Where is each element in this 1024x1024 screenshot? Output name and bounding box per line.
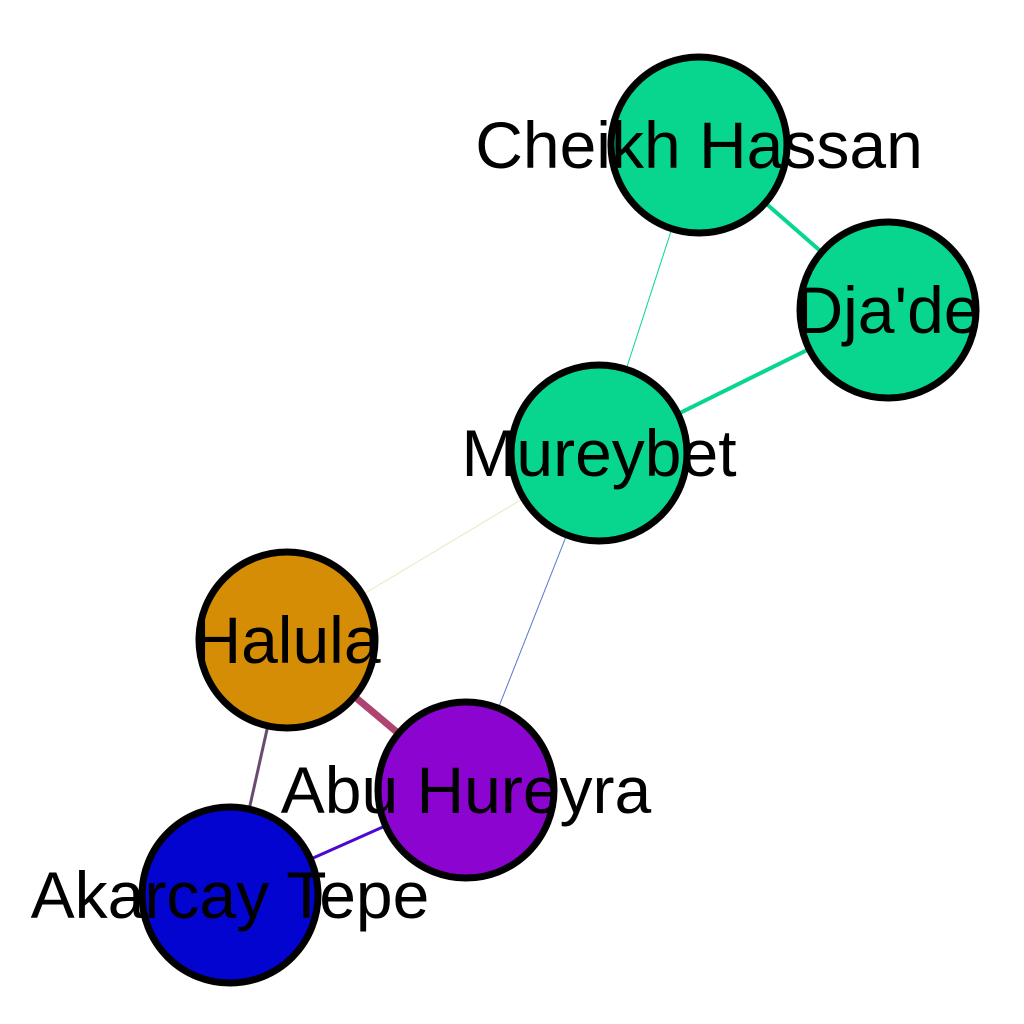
node-label-djade: Dja'de — [795, 273, 980, 347]
node-akarcay_tepe[interactable] — [138, 803, 322, 987]
node-label-mureybet: Mureybet — [461, 416, 736, 490]
node-label-akarcay_tepe: Akarcay Tepe — [31, 858, 430, 932]
node-label-cheikh_hassan: Cheikh Hassan — [475, 108, 923, 182]
node-djade[interactable] — [796, 218, 980, 402]
node-abu_hureyra[interactable] — [374, 698, 558, 882]
node-mureybet[interactable] — [507, 361, 691, 545]
node-halula[interactable] — [195, 548, 379, 732]
node-label-abu_hureyra: Abu Hureyra — [281, 753, 652, 827]
nodes-layer — [138, 53, 980, 987]
node-cheikh_hassan[interactable] — [607, 53, 791, 237]
node-label-halula: Halula — [193, 603, 380, 677]
